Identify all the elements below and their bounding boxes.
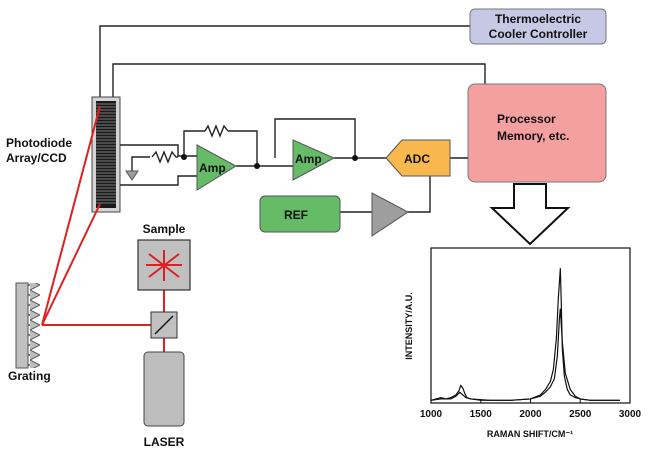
grating-label: Grating (8, 369, 51, 383)
thermo-wire (99, 25, 470, 97)
signal-wiring (120, 118, 468, 213)
photodiode-array (91, 96, 121, 213)
processor-label-line1: Processor (497, 112, 556, 126)
ground-symbol (125, 170, 139, 181)
x-tick-label-5: 3000 (619, 409, 642, 420)
processor-label-line2: Memory, etc. (497, 129, 569, 143)
spectrum-series-2 (430, 308, 621, 401)
amp1-label: Amp (199, 161, 226, 175)
spectrum-series-1 (430, 268, 621, 401)
sample-label: Sample (143, 222, 186, 236)
chart-frame (430, 247, 631, 404)
ref-block: REF (259, 195, 341, 233)
processor-feedback-wire (112, 63, 486, 97)
amp2-label: Amp (295, 152, 322, 166)
adc-label: ADC (404, 152, 430, 166)
grating-body (15, 282, 29, 369)
optical-beam (41, 105, 165, 352)
sample-holder (137, 239, 191, 291)
adc-shape (385, 139, 451, 177)
amp1-triangle (196, 144, 238, 191)
ref-label: REF (284, 208, 308, 222)
photodiode-label-line2: Array/CCD (6, 151, 67, 165)
raman-spectrum-chart: 1000 1500 2000 2500 3000 RAMAN SHIFT/CM⁻¹ IN… (404, 247, 642, 439)
chart-x-ticks: 1000 1500 2000 2500 3000 (420, 399, 642, 420)
beam-splitter-mirror (154, 315, 174, 335)
amplifier-1: Amp (196, 144, 238, 191)
grating (15, 282, 40, 369)
photodiode-label-line1: Photodiode (6, 136, 72, 150)
x-tick-label-4: 2500 (569, 409, 592, 420)
chart-series-group (430, 268, 621, 401)
amp2-triangle (292, 139, 336, 181)
adc-block: ADC (385, 139, 451, 177)
junction-dot-3 (352, 155, 358, 161)
processor-box (467, 83, 607, 183)
amplifier-2: Amp (292, 139, 336, 181)
x-tick-label-1: 1000 (420, 409, 443, 420)
beam-splitter (150, 311, 178, 339)
sample-scatter-icon (146, 250, 182, 281)
ref-box (259, 195, 341, 233)
photodiode-sensor (96, 101, 116, 208)
thermo-label-line1: Thermoelectric (495, 12, 581, 26)
laser-label: LASER (144, 435, 185, 449)
junction-dot-2 (254, 163, 260, 169)
thermoelectric-cooler-controller: Thermoelectric Cooler Controller (469, 8, 607, 45)
reference-buffer (371, 192, 409, 237)
chart-x-axis-title: RAMAN SHIFT/CM⁻¹ (487, 429, 573, 439)
junction-dot-1 (181, 154, 187, 160)
laser-body (143, 351, 185, 427)
x-tick-label-2: 1500 (470, 409, 493, 420)
thermo-label-line2: Cooler Controller (489, 27, 588, 41)
x-tick-label-3: 2000 (519, 409, 542, 420)
down-arrow (489, 183, 571, 246)
grating-teeth (28, 283, 40, 368)
chart-y-axis-title: INTENSITY/A.U. (404, 292, 414, 360)
thermo-box (469, 8, 607, 45)
processor-block: Processor Memory, etc. (467, 83, 607, 183)
